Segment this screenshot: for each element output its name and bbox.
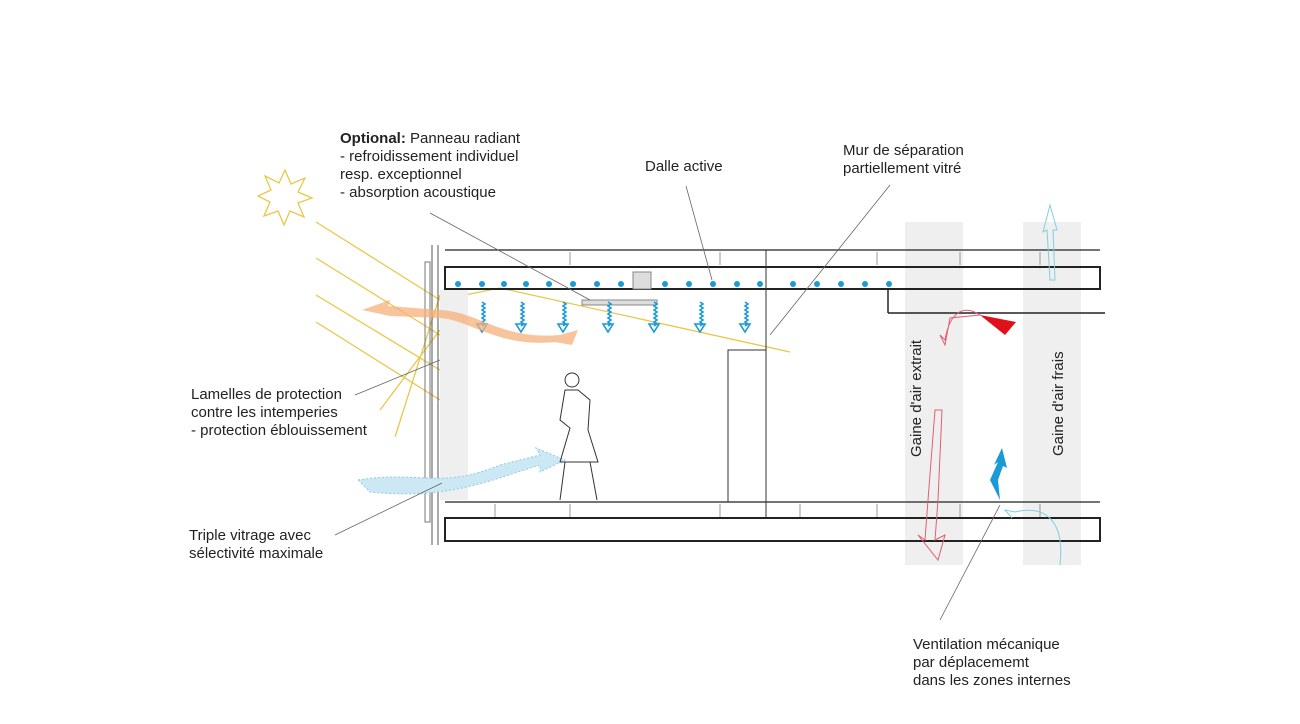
- fresh-air-arrow: [1003, 203, 1062, 566]
- pipe-dot: [523, 281, 529, 287]
- facade: [424, 245, 468, 545]
- label-line: par déplacememt: [913, 654, 1029, 671]
- label-line: Lamelles de protection: [191, 386, 342, 403]
- cooling-arrow: [601, 301, 615, 334]
- displacement-air-arrow: [990, 448, 1007, 500]
- pipe-dot: [662, 281, 668, 287]
- sun-rays: [315, 221, 791, 438]
- radiant-panel: [581, 299, 658, 306]
- label-line: dans les zones internes: [913, 672, 1071, 689]
- exhaust-grille-arrow: [980, 315, 1016, 335]
- beams: [494, 252, 1041, 517]
- cooling-pipes: [455, 281, 892, 287]
- label-line: Triple vitrage avec: [189, 527, 311, 544]
- lower-slab: [444, 501, 1101, 542]
- pipe-dot: [710, 281, 716, 287]
- label-line: Panneau radiant: [410, 130, 521, 147]
- exhaust-duct: [905, 222, 963, 565]
- pipe-dot: [814, 281, 820, 287]
- cooling-arrow: [738, 301, 752, 334]
- label-line: Ventilation mécanique: [913, 636, 1060, 653]
- pipe-dot: [570, 281, 576, 287]
- label-line: - absorption acoustique: [340, 184, 496, 201]
- pipe-dot: [838, 281, 844, 287]
- pipe-dot: [734, 281, 740, 287]
- panel-connection: [632, 271, 652, 290]
- pipe-dot: [479, 281, 485, 287]
- exhaust-duct-label: Gaine d'air extrait: [908, 339, 925, 457]
- pipe-dot: [686, 281, 692, 287]
- optional-prefix: Optional:: [340, 130, 406, 147]
- cooling-arrow: [693, 301, 707, 334]
- label-line: sélectivité maximale: [189, 545, 324, 562]
- pipe-dot: [501, 281, 507, 287]
- partition-wall: [727, 250, 767, 518]
- exhaust-intake-arrow: [939, 309, 982, 347]
- label-line: Mur de séparation: [843, 142, 964, 159]
- fresh-air-inlet-arrow: [356, 446, 567, 495]
- label-line: contre les intemperies: [191, 404, 338, 421]
- label-line: partiellement vitré: [843, 160, 962, 177]
- upper-slab: [444, 249, 1105, 314]
- pipe-dot: [790, 281, 796, 287]
- fresh-duct-label: Gaine d'air frais: [1050, 351, 1067, 456]
- label-line: resp. exceptionnel: [340, 166, 462, 183]
- fresh-air-duct: [1023, 222, 1081, 565]
- pipe-dot: [455, 281, 461, 287]
- label-line: - protection éblouissement: [191, 422, 367, 439]
- active-slab-label: Dalle active: [645, 158, 723, 175]
- leader-lines: [334, 184, 1001, 621]
- pipe-dot: [757, 281, 763, 287]
- person-figure: [559, 372, 599, 501]
- pipe-dot: [546, 281, 552, 287]
- label-line: - refroidissement individuel: [340, 148, 519, 165]
- pipe-dot: [886, 281, 892, 287]
- pipe-dot: [862, 281, 868, 287]
- radiant-panel-label: Optional: Panneau radiant - refroidissem…: [340, 130, 520, 202]
- pipe-dot: [618, 281, 624, 287]
- cooling-arrow: [556, 301, 570, 334]
- cooling-arrow: [514, 301, 528, 334]
- pipe-dot: [594, 281, 600, 287]
- warm-air-arrow: [362, 300, 578, 345]
- cooling-arrow: [647, 301, 661, 334]
- exhaust-arrow: [917, 409, 946, 562]
- sun-icon: [256, 168, 314, 227]
- cooling-arrows: [475, 301, 752, 334]
